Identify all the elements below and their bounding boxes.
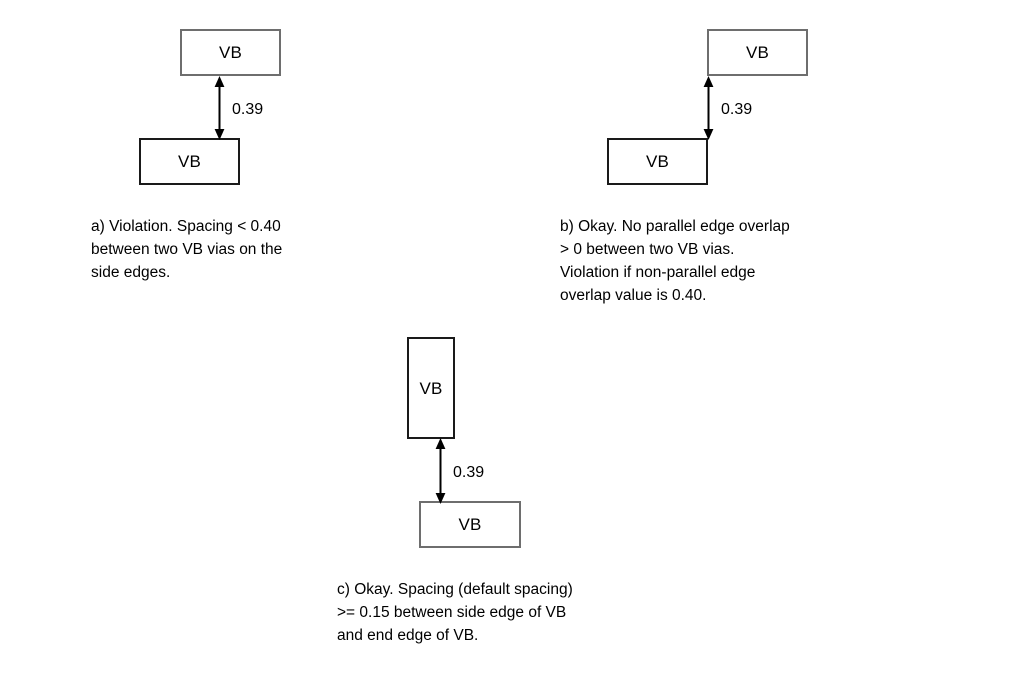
panel-a-caption: a) Violation. Spacing < 0.40 between two… bbox=[91, 218, 283, 281]
panel-a-upper-via-box: VB bbox=[180, 29, 281, 76]
via-label: VB bbox=[745, 43, 770, 62]
via-label: VB bbox=[645, 152, 670, 171]
via-label: VB bbox=[218, 43, 243, 62]
panel-b-lower-via-box: VB bbox=[607, 138, 708, 185]
panel-c-caption: c) Okay. Spacing (default spacing) >= 0.… bbox=[337, 581, 573, 644]
panel-b-caption: b) Okay. No parallel edge overlap > 0 be… bbox=[560, 218, 790, 304]
panel-c-lower-via-box: VB bbox=[419, 501, 521, 548]
panel-b-spacing-arrow bbox=[703, 76, 714, 140]
panel-c-upper-via-box: VB bbox=[407, 337, 455, 439]
panel-b-upper-via-box: VB bbox=[707, 29, 808, 76]
panel-b-spacing-value: 0.39 bbox=[721, 101, 753, 118]
panel-a-lower-via-box: VB bbox=[139, 138, 240, 185]
panel-a-spacing-value: 0.39 bbox=[232, 101, 264, 118]
panel-c-spacing-value: 0.39 bbox=[453, 464, 485, 481]
via-label: VB bbox=[419, 378, 443, 398]
via-label: VB bbox=[458, 515, 482, 534]
panel-a-spacing-arrow bbox=[214, 76, 225, 140]
panel-c-spacing-arrow bbox=[435, 438, 446, 504]
via-label: VB bbox=[177, 152, 202, 171]
